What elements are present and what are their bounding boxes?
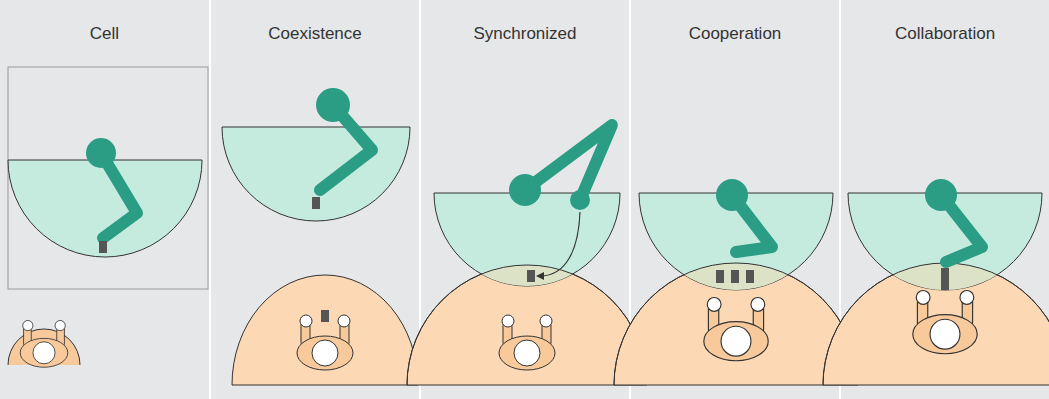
panel-title: Cooperation <box>631 24 839 44</box>
panel: Coexistence <box>211 0 419 399</box>
panel: Cooperation <box>631 0 839 399</box>
panel-title: Synchronized <box>421 24 629 44</box>
panel-title: Collaboration <box>841 24 1049 44</box>
panel: Collaboration <box>841 0 1049 399</box>
panel-title: Coexistence <box>211 24 419 44</box>
panel: Cell <box>0 0 209 399</box>
panel: Synchronized <box>421 0 629 399</box>
panel-title: Cell <box>0 24 209 44</box>
